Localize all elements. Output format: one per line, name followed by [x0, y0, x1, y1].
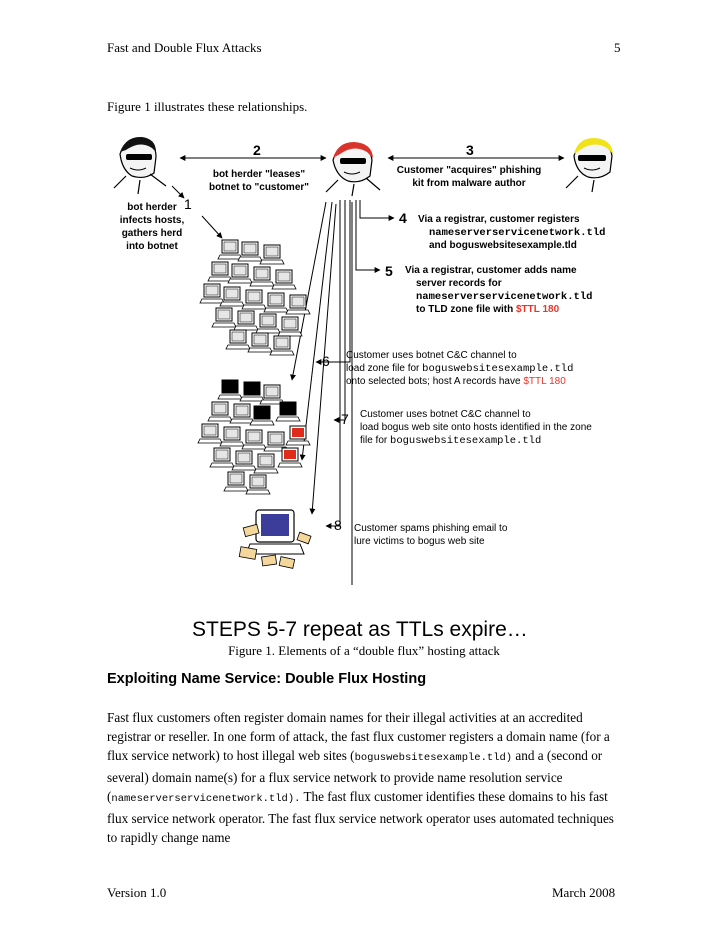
step-number-2: 2	[253, 142, 261, 158]
yellow-hair	[574, 138, 613, 154]
step4-label-line2: nameserverservicenetwork.tld	[429, 227, 605, 239]
step5-label-line1: Via a registrar, customer adds name	[405, 265, 577, 276]
red-hair	[333, 142, 373, 158]
footer-version: Version 1.0	[107, 885, 167, 900]
step3-label-line1: Customer "acquires" phishing	[397, 165, 542, 176]
figure-caption: Figure 1. Elements of a “double flux” ho…	[228, 643, 500, 658]
email-envelopes	[238, 523, 312, 569]
botnet-cluster-bottom	[197, 379, 311, 495]
step8-label-line1: Customer spams phishing email to	[354, 523, 508, 534]
step7-label-line3-text: file for	[360, 435, 390, 446]
step-number-3: 3	[466, 142, 474, 158]
step3-label-line2: kit from malware author	[412, 178, 525, 189]
step4-label-line1: Via a registrar, customer registers	[418, 214, 580, 225]
step-number-1: 1	[184, 196, 192, 212]
step-number-6: 6	[322, 353, 330, 369]
customer-figure	[325, 142, 381, 197]
step5-label-line3: nameserverservicenetwork.tld	[416, 291, 592, 303]
bot-herder-figure	[113, 136, 167, 195]
paragraph-part-3: The fast flux customer identifies these …	[107, 789, 614, 845]
step-number-4: 4	[399, 210, 407, 226]
phishing-victim-computer	[238, 509, 312, 569]
intro-text: Figure 1 illustrates these relationships…	[107, 99, 308, 114]
page-number: 5	[614, 40, 621, 55]
paragraph-part-2: and a (second or several) domain name(s)…	[107, 748, 603, 804]
step7-label-line3: file for boguswebsitesexample.tld	[360, 435, 541, 447]
step6-label-line2-text: load zone file for	[346, 363, 422, 374]
footer-date: March 2008	[552, 885, 616, 900]
step2-label-line2: botnet to "customer"	[209, 182, 309, 193]
step1-label-line2: infects hosts,	[120, 215, 185, 226]
step7-label-line2: load bogus web site onto hosts identifie…	[360, 422, 592, 433]
step6-label-line2: load zone file for boguswebsitesexample.…	[346, 363, 573, 375]
step6-label-line3-text: onto selected bots; host A records have	[346, 376, 523, 387]
step1-label-line4: into botnet	[126, 241, 178, 252]
step5-label-line4: to TLD zone file with $TTL 180	[416, 304, 560, 315]
botnet-cluster-top	[199, 239, 311, 356]
paragraph-code-1: boguswebsitesexample.tld)	[354, 752, 513, 764]
step-number-8: 8	[334, 517, 342, 533]
paragraph-code-2: nameserverservicenetwork.tld).	[111, 793, 301, 805]
step5-label-line2: server records for	[416, 278, 502, 289]
step7-domain: boguswebsitesexample.tld	[390, 435, 541, 447]
step4-label-line3: and boguswebsitesexample.tld	[429, 240, 577, 251]
double-flux-figure: 2 3 1 4 5 6 7 8 bot herder "leases" botn…	[113, 136, 613, 641]
step7-label-line1: Customer uses botnet C&C channel to	[360, 409, 531, 420]
repeat-banner: STEPS 5-7 repeat as TTLs expire…	[192, 618, 528, 641]
step6-domain: boguswebsitesexample.tld	[422, 363, 573, 375]
step-number-5: 5	[385, 263, 393, 279]
step5-ttl-highlight: $TTL 180	[516, 304, 560, 315]
malware-author-figure	[565, 138, 613, 193]
step6-label-line3: onto selected bots; host A records have …	[346, 376, 566, 387]
step2-label-line1: bot herder "leases"	[213, 169, 306, 180]
step6-ttl-highlight: $TTL 180	[523, 376, 566, 387]
step8-label-line2: lure victims to bogus web site	[354, 536, 485, 547]
step4-label-line3-text: and boguswebsitesexample.tld	[429, 240, 577, 251]
body-paragraph: Fast flux customers often register domai…	[107, 708, 625, 847]
step1-label-line1: bot herder	[127, 202, 177, 213]
step6-label-line1: Customer uses botnet C&C channel to	[346, 350, 517, 361]
paragraph-part-1: Fast flux customers often register domai…	[107, 710, 610, 763]
step1-label-line3: gathers herd	[122, 228, 183, 239]
section-title: Exploiting Name Service: Double Flux Hos…	[107, 671, 427, 687]
running-header-title: Fast and Double Flux Attacks	[107, 40, 262, 55]
step5-label-line4-text: to TLD zone file with	[416, 304, 516, 315]
